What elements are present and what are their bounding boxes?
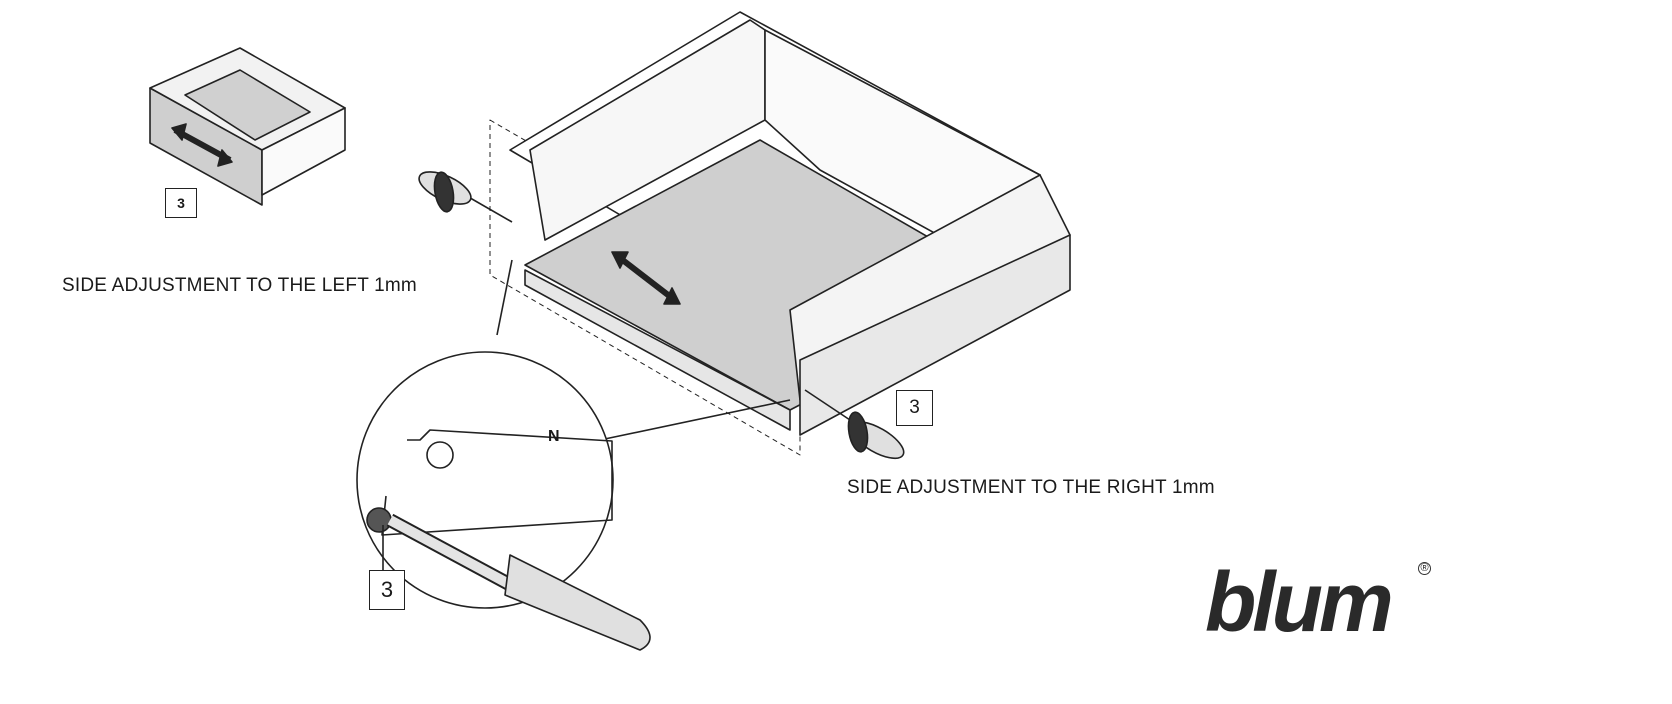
left-screwdriver <box>418 171 513 223</box>
registered-mark: ® <box>1418 562 1431 575</box>
right-screwdriver <box>804 389 905 460</box>
double-arrow-icon <box>618 255 674 301</box>
blum-logo: blum <box>1205 555 1394 649</box>
small-drawer-thumbnail <box>149 47 346 206</box>
detail-marker-n: N <box>548 428 560 445</box>
step-label-detail: 3 <box>369 570 405 610</box>
main-drawer <box>489 11 1071 456</box>
right-adjustment-caption: SIDE ADJUSTMENT TO THE RIGHT 1mm <box>847 477 1215 498</box>
left-adjustment-caption: SIDE ADJUSTMENT TO THE LEFT 1mm <box>62 275 417 296</box>
step-label-right: 3 <box>896 390 933 426</box>
detail-magnifier <box>356 259 791 651</box>
step-label-small-drawer: 3 <box>165 188 197 218</box>
